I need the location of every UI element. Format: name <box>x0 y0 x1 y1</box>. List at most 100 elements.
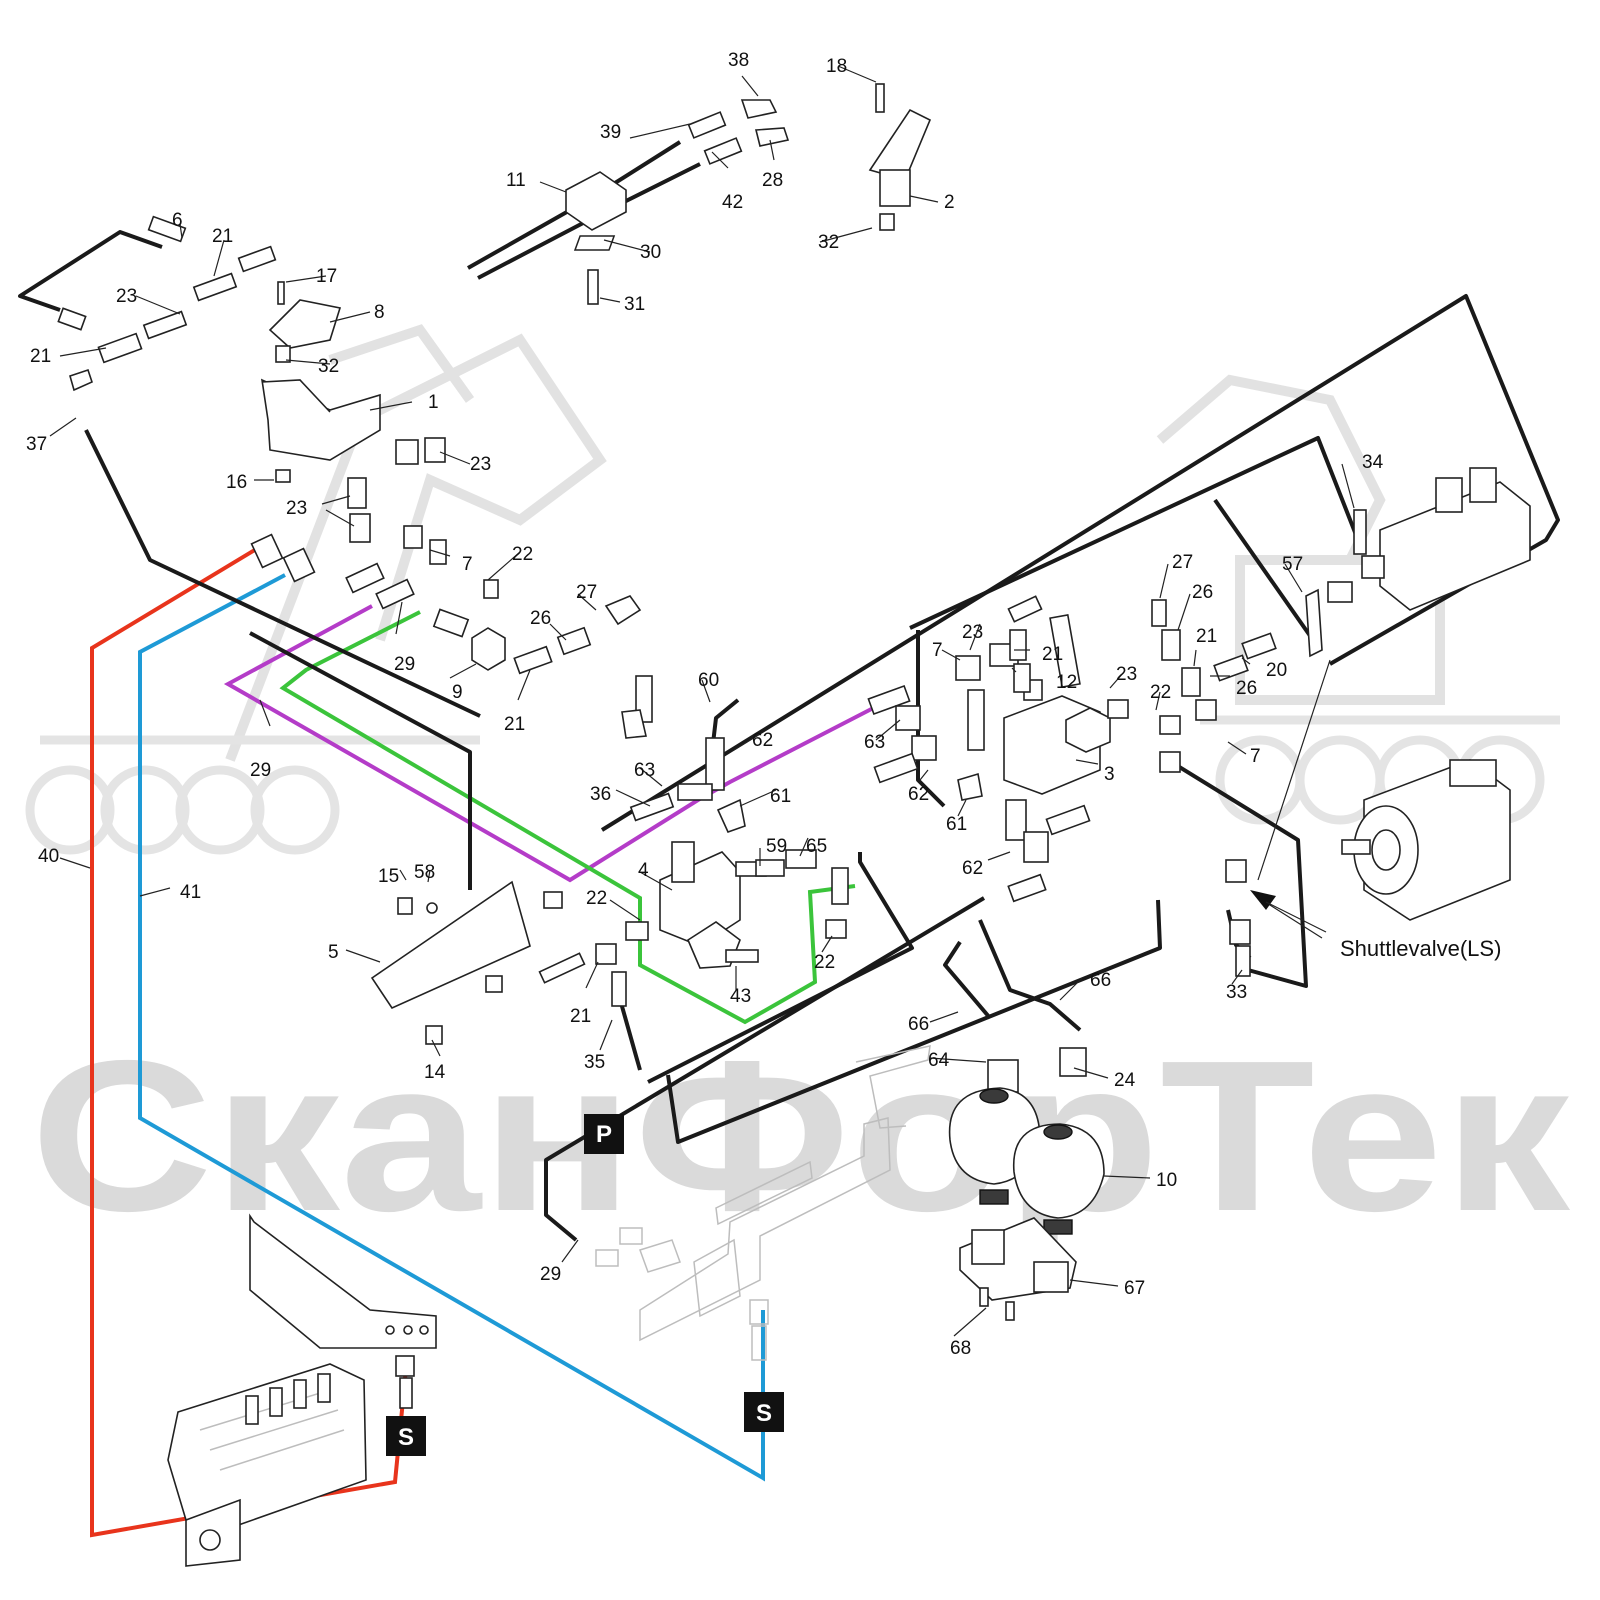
label-40: 40 <box>38 846 59 867</box>
engine-assembly <box>167 1363 367 1567</box>
label-57: 57 <box>1282 554 1303 575</box>
pipe-22-loop <box>647 852 914 1084</box>
label-7-a: 7 <box>462 554 473 575</box>
label-29-a: 29 <box>394 654 415 675</box>
label-67: 67 <box>1124 1278 1145 1299</box>
label-58: 58 <box>414 862 435 883</box>
pipe-top-loop <box>18 230 163 312</box>
line-29-purple <box>223 604 886 883</box>
label-39: 39 <box>600 122 621 143</box>
label-41: 41 <box>180 882 201 903</box>
label-32-top: 32 <box>818 232 839 253</box>
fittings-right-cluster <box>955 595 1091 903</box>
label-27-a: 27 <box>576 582 597 603</box>
fittings-under-valve <box>250 437 499 610</box>
line-41-blue <box>138 573 765 1482</box>
svg-text:P: P <box>596 1121 612 1148</box>
part-labels: 38 18 39 11 42 28 2 30 32 31 6 21 17 8 2… <box>26 50 1384 1359</box>
line-29-green <box>279 610 856 1025</box>
badge-s-right: S <box>744 1392 784 1432</box>
label-4: 4 <box>638 860 649 881</box>
label-14: 14 <box>424 1062 446 1083</box>
label-22-a: 22 <box>512 544 533 565</box>
label-68: 68 <box>950 1338 971 1359</box>
label-63-b: 63 <box>864 732 885 753</box>
label-32-mid: 32 <box>318 356 339 377</box>
accumulators-10 <box>948 1047 1105 1321</box>
svg-text:S: S <box>398 1424 414 1451</box>
label-33: 33 <box>1226 982 1247 1003</box>
label-23-a: 23 <box>116 286 137 307</box>
clamp-block-11 <box>565 171 627 305</box>
label-66-a: 66 <box>1090 970 1111 991</box>
label-7-c: 7 <box>1250 746 1261 767</box>
pipe-left-frame <box>249 631 472 890</box>
plate-bottom-left <box>249 1213 437 1409</box>
label-60: 60 <box>698 670 719 691</box>
fittings-62-63-center <box>629 684 983 822</box>
label-11: 11 <box>506 170 526 191</box>
plate-8 <box>268 281 342 363</box>
label-21-f: 21 <box>1196 626 1217 647</box>
label-18: 18 <box>826 56 847 77</box>
pipe-p-line <box>544 896 986 1242</box>
label-42: 42 <box>722 192 743 213</box>
label-66-b: 66 <box>908 1014 929 1035</box>
label-64: 64 <box>928 1050 950 1071</box>
label-21-c: 21 <box>504 714 525 735</box>
label-26-a: 26 <box>530 608 551 629</box>
label-65: 65 <box>806 836 827 857</box>
pipe-right-box <box>1213 498 1322 652</box>
badge-p: P <box>584 1114 624 1154</box>
watermark-text: СканФорТек <box>30 1015 1570 1256</box>
label-27-b: 27 <box>1172 552 1193 573</box>
pedal-assembly-2 <box>868 83 932 231</box>
label-34: 34 <box>1362 452 1384 473</box>
label-38: 38 <box>728 50 749 71</box>
label-17: 17 <box>316 266 337 287</box>
label-23-e: 23 <box>1116 664 1137 685</box>
shuttle-valve-annotation: Shuttlevalve(LS) <box>1340 936 1501 961</box>
ghost-pedal-bracket <box>595 1045 931 1361</box>
label-22-c: 22 <box>814 952 835 973</box>
fittings-27-26-20 <box>1151 599 1277 721</box>
label-8: 8 <box>374 302 385 323</box>
watermark: СканФорТек <box>25 324 1570 1256</box>
label-31: 31 <box>624 294 645 315</box>
fittings-left-cluster <box>57 215 277 392</box>
pipe-33 <box>1166 758 1308 988</box>
label-22-d: 22 <box>1150 682 1171 703</box>
svg-text:S: S <box>756 1400 772 1427</box>
label-21-a: 21 <box>212 226 233 247</box>
label-3: 3 <box>1104 764 1115 785</box>
label-29-c: 29 <box>540 1264 561 1285</box>
label-1: 1 <box>428 392 439 413</box>
label-28: 28 <box>762 170 783 191</box>
label-61-b: 61 <box>946 814 967 835</box>
pipe-66-right <box>978 919 1082 1032</box>
label-26-b: 26 <box>1192 582 1213 603</box>
valve-body-1 <box>260 378 381 483</box>
label-9: 9 <box>452 682 463 703</box>
label-20: 20 <box>1266 660 1287 681</box>
label-2: 2 <box>944 192 955 213</box>
label-10: 10 <box>1156 1170 1177 1191</box>
pipe-66-left <box>943 940 992 1020</box>
label-61-a: 61 <box>770 786 791 807</box>
label-36: 36 <box>590 784 611 805</box>
label-30: 30 <box>640 242 661 263</box>
label-7-b: 7 <box>932 640 943 661</box>
pipe-left-box <box>916 630 946 808</box>
leader-lines <box>49 65 1355 1337</box>
label-62-c: 62 <box>962 858 983 879</box>
label-24: 24 <box>1114 1070 1136 1091</box>
pipe-37 <box>84 429 481 718</box>
label-22-b: 22 <box>586 888 607 909</box>
parts <box>57 83 1531 1567</box>
valve-block-3 <box>1003 679 1181 795</box>
label-35: 35 <box>584 1052 605 1073</box>
label-26-c: 26 <box>1236 678 1257 699</box>
label-23-d: 23 <box>962 622 983 643</box>
